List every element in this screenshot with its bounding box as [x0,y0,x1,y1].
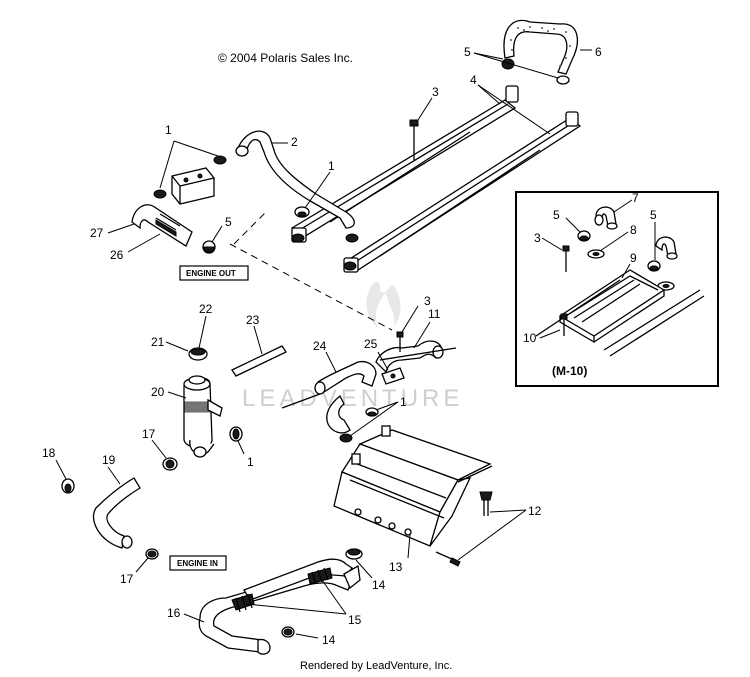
callout-6: 6 [595,45,602,59]
part-17-clamp-bottom [145,548,159,560]
part-3-bolt-mid [396,331,404,352]
callout-14-upper: 14 [372,578,386,592]
part-1-clamps-left [153,155,227,199]
callout-27: 27 [90,226,104,240]
callout-1-mid: 1 [400,395,407,409]
engine-out-box: ENGINE OUT [179,265,249,281]
inset-part-8-washer [587,249,675,291]
part-14-clamp-lower [281,626,295,638]
callout-2: 2 [291,135,298,149]
inset-part-7-elbow [594,206,618,230]
inset-part-7b-elbow [655,236,678,260]
part-16-hose [198,558,361,655]
inset-label: (M-10) [552,364,587,378]
callout-20: 20 [151,385,165,399]
part-11-hose [375,340,444,374]
callout-17-bottom: 17 [120,572,134,586]
callout-19: 19 [102,453,116,467]
part-2-hose [235,130,355,229]
callout-13: 13 [389,560,403,574]
engine-in-label: ENGINE IN [177,559,218,568]
engine-out-label: ENGINE OUT [186,269,236,278]
part-13-heat-exchanger [333,425,493,547]
part-23-tube [231,345,287,377]
callout-3-inset: 3 [534,231,541,245]
callout-24: 24 [313,339,327,353]
callout-5-inset-left: 5 [553,208,560,222]
part-17-clamp-mid [162,457,178,471]
copyright-text: © 2004 Polaris Sales Inc. [218,51,353,65]
part-6-hose [503,19,578,75]
flow-dashed-line [229,209,393,331]
callout-23: 23 [246,313,260,327]
part-3-bolt-top [409,119,419,160]
part-1-clamps-mid [339,407,379,443]
inset-part-3-bolt [562,245,570,272]
callout-25: 25 [364,337,378,351]
watermark-logo [366,281,401,328]
callout-21: 21 [151,335,165,349]
callout-5-inset-right: 5 [650,208,657,222]
callout-10: 10 [523,331,537,345]
callout-5-top: 5 [464,45,471,59]
callout-22: 22 [199,302,213,316]
footer-text: Rendered by LeadVenture, Inc. [300,660,452,672]
callout-8: 8 [630,223,637,237]
callout-3-mid: 3 [424,294,431,308]
callout-15: 15 [348,613,362,627]
part-manifold-block [171,167,215,205]
callout-16: 16 [167,606,181,620]
callout-26: 26 [110,248,124,262]
part-5-clamps-top [501,58,570,85]
part-24-hose [281,360,377,434]
callout-9: 9 [630,251,637,265]
callout-14-lower: 14 [322,633,336,647]
part-1-clamp-rail [294,206,359,243]
callout-1-left: 1 [165,123,172,137]
part-18-fitting [61,478,75,494]
callout-1-rail: 1 [328,159,335,173]
watermark-text: LEADVENTURE [242,385,463,412]
callout-3-top: 3 [432,85,439,99]
callout-5-left: 5 [225,215,232,229]
part-25-bracket [379,347,457,385]
callout-17-mid: 17 [142,427,156,441]
part-5-clamp-left [202,240,216,254]
part-20-reservoir [183,375,223,458]
part-22-cap [188,347,208,361]
callout-12: 12 [528,504,542,518]
callout-11: 11 [428,307,441,321]
callout-4: 4 [470,73,477,87]
part-14-clamp-upper [345,548,363,560]
inset-part-9-cooler [535,269,705,357]
inset-part-5-clamps [577,230,661,272]
hose-6-pattern [510,26,571,67]
part-27-hose [131,204,193,247]
inset-part-10-screw [560,313,568,336]
callout-18: 18 [42,446,56,460]
part-19-hose [92,477,141,549]
callout-7: 7 [632,191,639,205]
part-12-studs [435,491,493,567]
callout-1-reservoir: 1 [247,455,254,469]
part-1-clamp-reservoir [229,426,243,442]
engine-in-box: ENGINE IN [169,555,227,571]
